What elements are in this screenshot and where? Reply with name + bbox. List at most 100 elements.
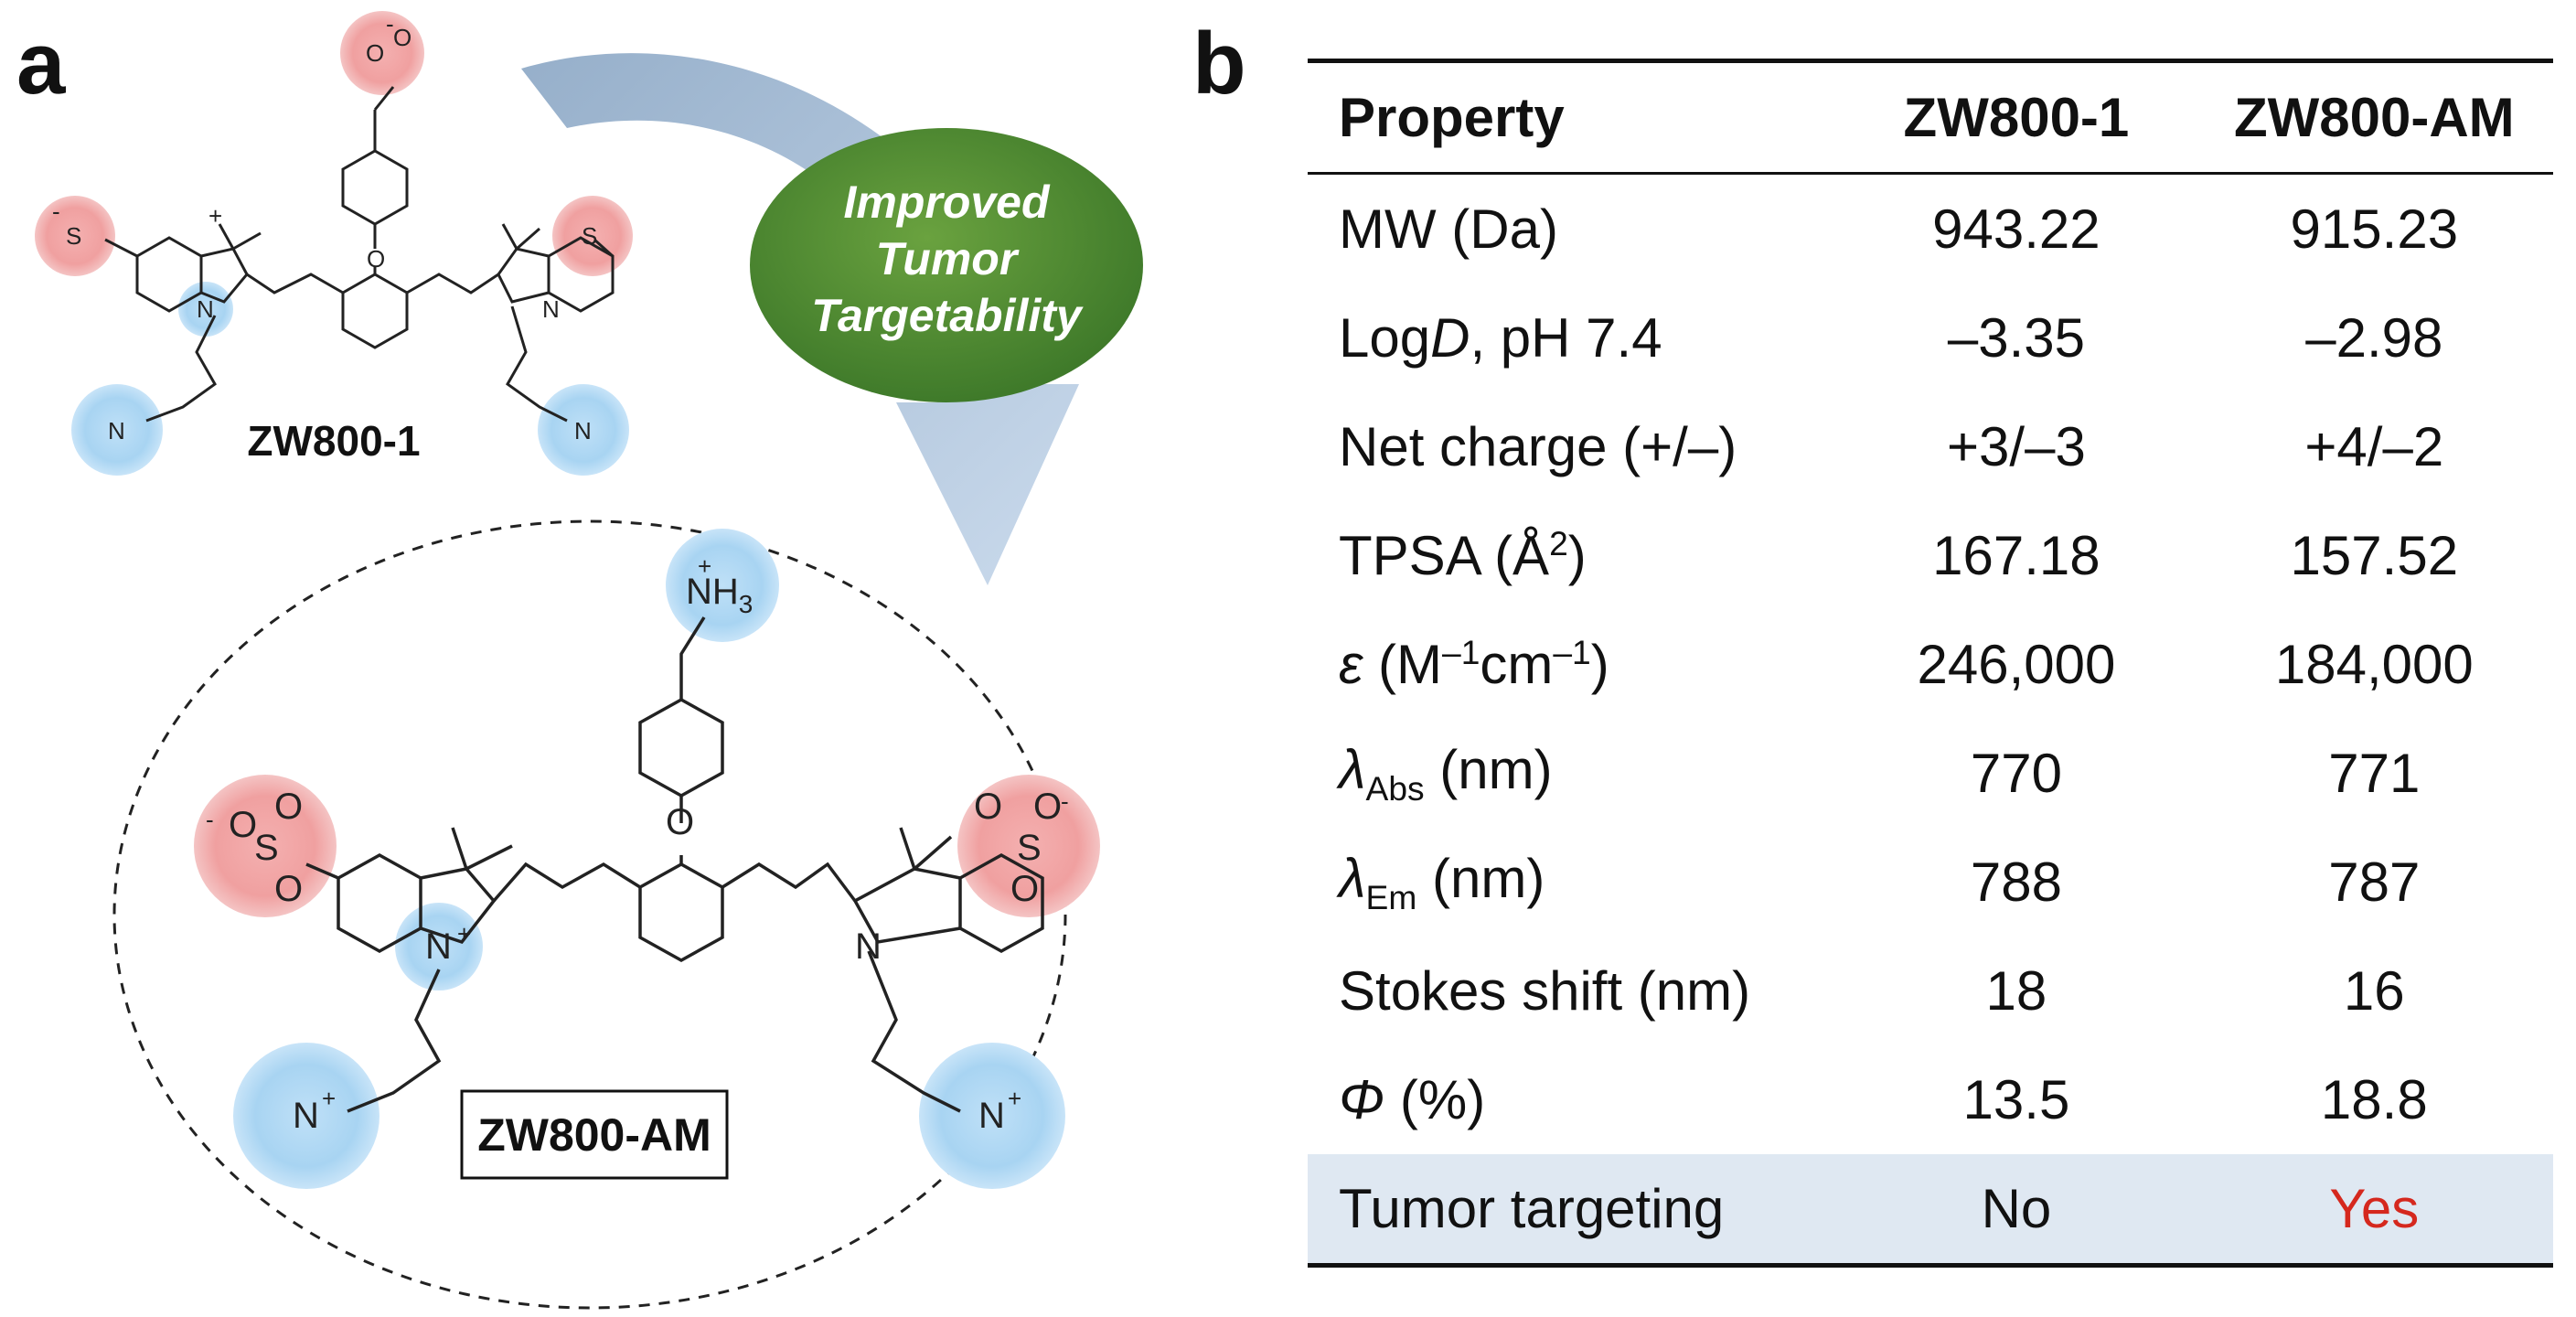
row-label: Stokes shift (nm) — [1339, 960, 1751, 1022]
atom-label: N — [197, 295, 214, 323]
atom-label: O — [274, 869, 303, 909]
charge-label: + — [457, 920, 471, 948]
charge-label: + — [1008, 1085, 1021, 1112]
value-zw800-1: 788 — [1970, 851, 2062, 913]
anion-highlight — [957, 775, 1100, 917]
anion-highlight — [340, 11, 424, 95]
value-zw800-am: 18.8 — [2320, 1069, 2428, 1130]
row-label: LogD, pH 7.4 — [1339, 307, 1662, 369]
cation-highlight — [71, 384, 163, 476]
panel-label-a: a — [16, 15, 66, 112]
dashed-highlight-circle — [112, 519, 1067, 1310]
row-label: λEm (nm) — [1339, 848, 1545, 916]
chemical-structures-diagram: Improved Tumor Targetability — [35, 10, 1143, 1310]
row-label: ε (M–1cm–1) — [1339, 633, 1609, 695]
atom-label: S — [582, 222, 597, 250]
table-row: MW (Da) 943.22 915.23 — [1308, 174, 2553, 284]
cation-highlight — [919, 1043, 1065, 1189]
cation-highlight — [178, 282, 233, 337]
charge-label: + — [322, 1085, 336, 1112]
table-row-highlighted: Tumor targeting No Yes — [1308, 1154, 2553, 1266]
molecule-zw800-am-atoms: O S S O O O O O O N N N N — [229, 787, 1062, 1136]
anion-highlight — [35, 196, 115, 276]
charge-labels: + - - + - - + + + — [52, 10, 1069, 1112]
atom-label: N — [293, 1096, 319, 1136]
property-table: Property ZW800-1 ZW800-AM MW (Da) 943.22… — [1308, 59, 2553, 1268]
value-zw800-am: –2.98 — [2305, 307, 2443, 369]
value-zw800-1: 943.22 — [1932, 198, 2100, 260]
molecule-zw800-1-atoms: O O O S S N N N N — [66, 24, 597, 444]
atom-label: S — [66, 222, 81, 250]
atom-label: N — [425, 926, 452, 967]
panel-label-b: b — [1192, 15, 1246, 112]
value-zw800-1: +3/–3 — [1947, 416, 2086, 477]
atom-label: N — [855, 926, 882, 967]
atom-label: S — [1017, 828, 1042, 868]
value-zw800-1: –3.35 — [1947, 307, 2085, 369]
table-row: λEm (nm) 788 787 — [1308, 828, 2553, 937]
value-zw800-am: Yes — [2329, 1178, 2420, 1239]
row-label: MW (Da) — [1339, 198, 1558, 260]
charge-label: - — [206, 806, 214, 833]
row-label: λAbs (nm) — [1339, 739, 1553, 808]
molecule-zw800-am — [194, 529, 1100, 1189]
atom-label: O — [367, 245, 385, 273]
atom-label: O — [1033, 787, 1062, 827]
molecule-name-zw800-1: ZW800-1 — [247, 417, 420, 465]
value-zw800-am: 915.23 — [2290, 198, 2459, 260]
value-zw800-1: 246,000 — [1917, 634, 2116, 695]
value-zw800-1: 167.18 — [1932, 525, 2100, 586]
atom-label: O — [1010, 869, 1039, 909]
amine-label: NH3 — [686, 572, 753, 618]
value-zw800-am: 16 — [2343, 960, 2405, 1022]
charge-label: + — [208, 202, 222, 230]
charge-label: + — [698, 552, 711, 580]
value-zw800-am: 157.52 — [2290, 525, 2459, 586]
row-label: Φ (%) — [1339, 1069, 1486, 1130]
atom-label: N — [574, 417, 592, 444]
atom-label: N — [108, 417, 125, 444]
value-zw800-1: 770 — [1970, 743, 2062, 804]
value-zw800-am: 787 — [2328, 851, 2421, 913]
table-header-row: Property ZW800-1 ZW800-AM — [1308, 60, 2553, 175]
value-zw800-am: 184,000 — [2274, 634, 2474, 695]
charge-label: - — [386, 10, 394, 37]
atom-label: N — [542, 295, 560, 323]
cation-highlight — [395, 903, 483, 990]
charge-label: - — [52, 198, 60, 225]
row-label: Net charge (+/–) — [1339, 416, 1737, 477]
value-zw800-1: No — [1981, 1178, 2052, 1239]
anion-highlight — [194, 775, 337, 917]
table-row: TPSA (Å2) 167.18 157.52 — [1308, 501, 2553, 610]
table-row: Net charge (+/–) +3/–3 +4/–2 — [1308, 392, 2553, 501]
charge-label: - — [1061, 787, 1069, 815]
value-zw800-1: 13.5 — [1962, 1069, 2070, 1130]
header-property: Property — [1308, 60, 1838, 175]
molecule-name-zw800-am: ZW800-AM — [477, 1109, 711, 1161]
atom-label: O — [393, 24, 412, 51]
table-row: Stokes shift (nm) 18 16 — [1308, 937, 2553, 1045]
row-label: Tumor targeting — [1339, 1178, 1725, 1239]
atom-label: O — [974, 787, 1002, 827]
atom-label: O — [666, 802, 694, 842]
curved-arrow — [521, 53, 1079, 586]
oval-text-line-1: Improved — [843, 177, 1051, 228]
oval-text-line-2: Tumor — [876, 233, 1020, 284]
atom-label: S — [254, 828, 279, 868]
cation-highlight — [666, 529, 779, 642]
oval-text-line-3: Targetability — [811, 290, 1084, 341]
molecule-zw800-1 — [35, 11, 633, 476]
header-zw800-am: ZW800-AM — [2195, 60, 2553, 175]
table-row: Φ (%) 13.5 18.8 — [1308, 1045, 2553, 1154]
improvement-oval — [750, 128, 1143, 402]
atom-label: O — [274, 787, 303, 827]
row-label: TPSA (Å2) — [1339, 524, 1587, 586]
table-row: ε (M–1cm–1) 246,000 184,000 — [1308, 610, 2553, 719]
table-row: λAbs (nm) 770 771 — [1308, 719, 2553, 828]
cation-highlight — [538, 384, 629, 476]
cation-highlight — [233, 1043, 379, 1189]
value-zw800-am: 771 — [2328, 743, 2421, 804]
table-row: LogD, pH 7.4 –3.35 –2.98 — [1308, 284, 2553, 392]
atom-label: N — [978, 1096, 1005, 1136]
molecule-name-box — [460, 1089, 729, 1180]
